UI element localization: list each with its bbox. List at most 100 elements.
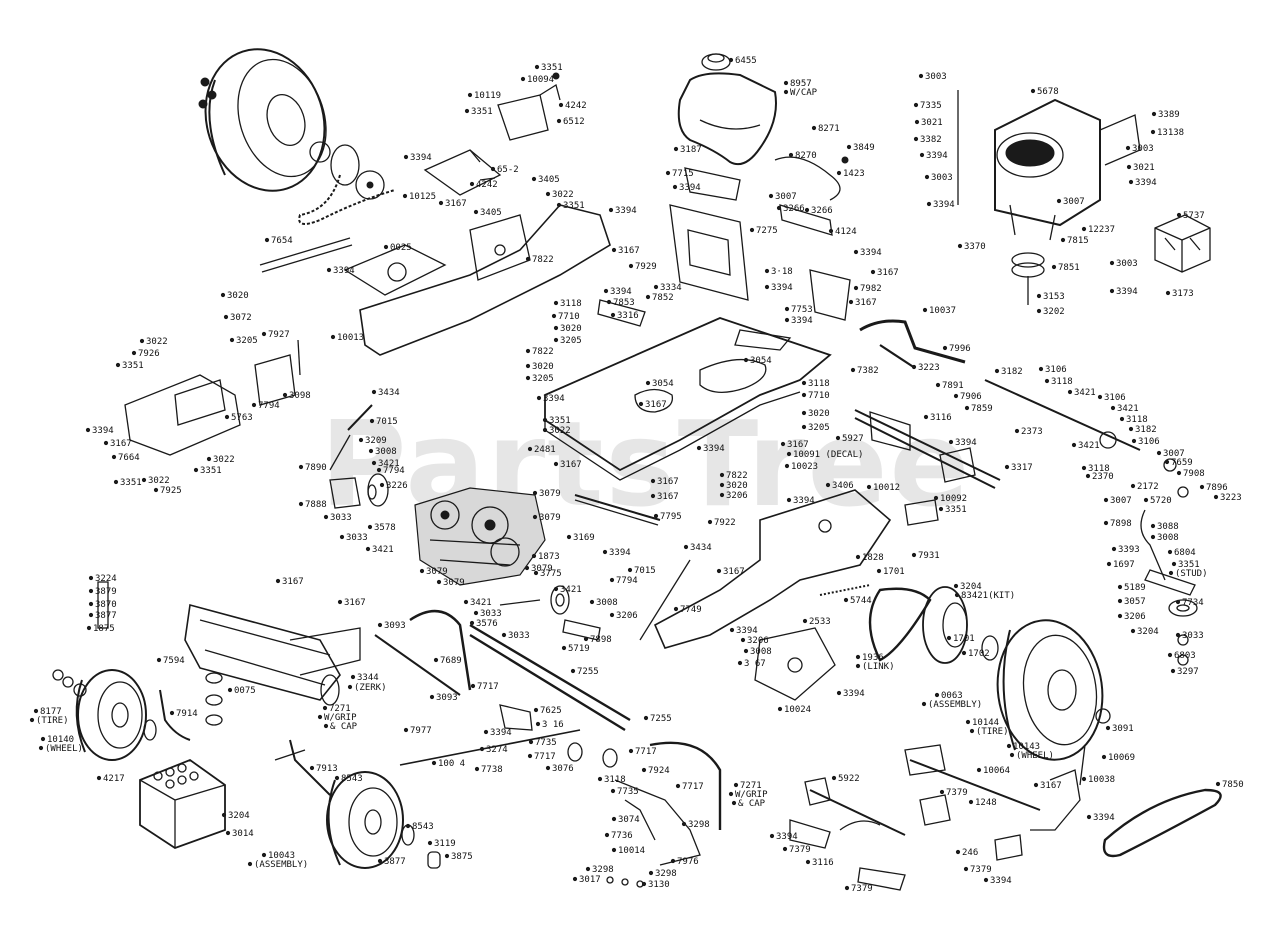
front-left-wheel bbox=[52, 669, 147, 761]
leader-dot bbox=[946, 635, 952, 641]
part-number-label: 3394 bbox=[776, 832, 798, 842]
part-number-label: W/GRIP bbox=[735, 790, 768, 800]
leader-dot bbox=[780, 441, 786, 447]
part-number-label: 3167 bbox=[560, 460, 582, 470]
part-number-label: 7379 bbox=[970, 865, 992, 875]
leader-dot bbox=[368, 448, 374, 454]
leader-dot bbox=[88, 612, 94, 618]
leader-dot bbox=[934, 692, 940, 698]
leader-dot bbox=[914, 119, 920, 125]
leader-dot bbox=[1165, 290, 1171, 296]
part-number-label: 3394 bbox=[843, 689, 865, 699]
leader-dot bbox=[85, 427, 91, 433]
leader-dot bbox=[855, 554, 861, 560]
part-number-label: 10043 bbox=[268, 851, 295, 861]
part-number-label: 7717 bbox=[477, 682, 499, 692]
leader-dot bbox=[261, 331, 267, 337]
part-number-label: W/GRIP bbox=[324, 713, 357, 723]
part-number-label: 1875 bbox=[93, 624, 115, 634]
part-number-label: 3022 bbox=[213, 455, 235, 465]
leader-dot bbox=[1131, 438, 1137, 444]
part-number-label: 2370 bbox=[1092, 472, 1114, 482]
leader-dot bbox=[264, 237, 270, 243]
leader-dot bbox=[675, 783, 681, 789]
part-number-label: 2172 bbox=[1137, 482, 1159, 492]
leader-dot bbox=[169, 710, 175, 716]
pulley-and-belt bbox=[819, 584, 999, 664]
leader-dot bbox=[156, 657, 162, 663]
part-number-label: 3116 bbox=[930, 413, 952, 423]
part-number-label: 3130 bbox=[648, 880, 670, 890]
seat-bracket-plate bbox=[669, 204, 749, 301]
leader-dot bbox=[1081, 226, 1087, 232]
leader-dot bbox=[665, 170, 671, 176]
leader-dot bbox=[553, 300, 559, 306]
part-number-label: 3849 bbox=[853, 143, 875, 153]
part-number-label: 7924 bbox=[648, 766, 670, 776]
leader-dot bbox=[804, 207, 810, 213]
part-number-label: (ASSEMBLY) bbox=[928, 700, 982, 710]
leader-dot bbox=[954, 592, 960, 598]
part-number-label: 3118 bbox=[560, 299, 582, 309]
leader-dot bbox=[855, 654, 861, 660]
part-number-label: 3020 bbox=[808, 409, 830, 419]
part-number-label: 3204 bbox=[1137, 627, 1159, 637]
leader-dot bbox=[784, 317, 790, 323]
part-number-label: 3393 bbox=[1118, 545, 1140, 555]
part-number-label: 3877 bbox=[95, 611, 117, 621]
part-number-label: 7735 bbox=[617, 787, 639, 797]
part-number-label: 3204 bbox=[228, 811, 250, 821]
part-number-label: 7890 bbox=[305, 463, 327, 473]
part-number-label: 3351 bbox=[122, 361, 144, 371]
leader-dot bbox=[782, 846, 788, 852]
part-number-label: 5927 bbox=[842, 434, 864, 444]
part-number-label: 7898 bbox=[590, 635, 612, 645]
part-number-label: 10144 bbox=[972, 718, 999, 728]
part-number-label: 3118 bbox=[604, 775, 626, 785]
leader-dot bbox=[467, 92, 473, 98]
leader-dot bbox=[570, 668, 576, 674]
part-number-label: 3008 bbox=[750, 647, 772, 657]
part-number-label: 3014 bbox=[232, 829, 254, 839]
pedal-shaft-5922 bbox=[789, 777, 906, 891]
part-number-label: 3421 bbox=[470, 598, 492, 608]
leader-dot bbox=[369, 418, 375, 424]
lift-handle-7271-right bbox=[649, 741, 722, 830]
leader-dot bbox=[542, 417, 548, 423]
part-number-label: 3088 bbox=[1157, 522, 1179, 532]
part-number-label: 100 4 bbox=[438, 759, 465, 769]
leader-dot bbox=[365, 546, 371, 552]
part-number-label: 7929 bbox=[635, 262, 657, 272]
leader-dot bbox=[919, 152, 925, 158]
leader-dot bbox=[371, 389, 377, 395]
leader-dot bbox=[334, 775, 340, 781]
part-number-label: 7749 bbox=[680, 605, 702, 615]
part-number-label: 7850 bbox=[1222, 780, 1244, 790]
part-number-label: 246 bbox=[962, 848, 978, 858]
part-number-label: 3394 bbox=[933, 200, 955, 210]
leader-dot bbox=[38, 745, 44, 751]
leader-dot bbox=[786, 497, 792, 503]
leader-dot bbox=[469, 181, 475, 187]
leader-dot bbox=[769, 833, 775, 839]
part-number-label: 3351 bbox=[120, 478, 142, 488]
leader-dot bbox=[1044, 378, 1050, 384]
leader-dot bbox=[96, 775, 102, 781]
part-number-label: 3421 bbox=[378, 459, 400, 469]
leader-dot bbox=[433, 657, 439, 663]
part-number-label: 4242 bbox=[476, 180, 498, 190]
leader-dot bbox=[1151, 111, 1157, 117]
part-number-label: 6804 bbox=[1174, 548, 1196, 558]
leader-dot bbox=[225, 830, 231, 836]
leader-dot bbox=[802, 618, 808, 624]
leader-dot bbox=[479, 746, 485, 752]
part-number-label: 3091 bbox=[1112, 724, 1134, 734]
part-number-label: 8543 bbox=[412, 822, 434, 832]
leader-dot bbox=[953, 583, 959, 589]
leader-dot bbox=[1168, 570, 1174, 576]
part-number-label: 3879 bbox=[95, 587, 117, 597]
part-number-label: 3072 bbox=[230, 313, 252, 323]
part-number-label: 3223 bbox=[918, 363, 940, 373]
